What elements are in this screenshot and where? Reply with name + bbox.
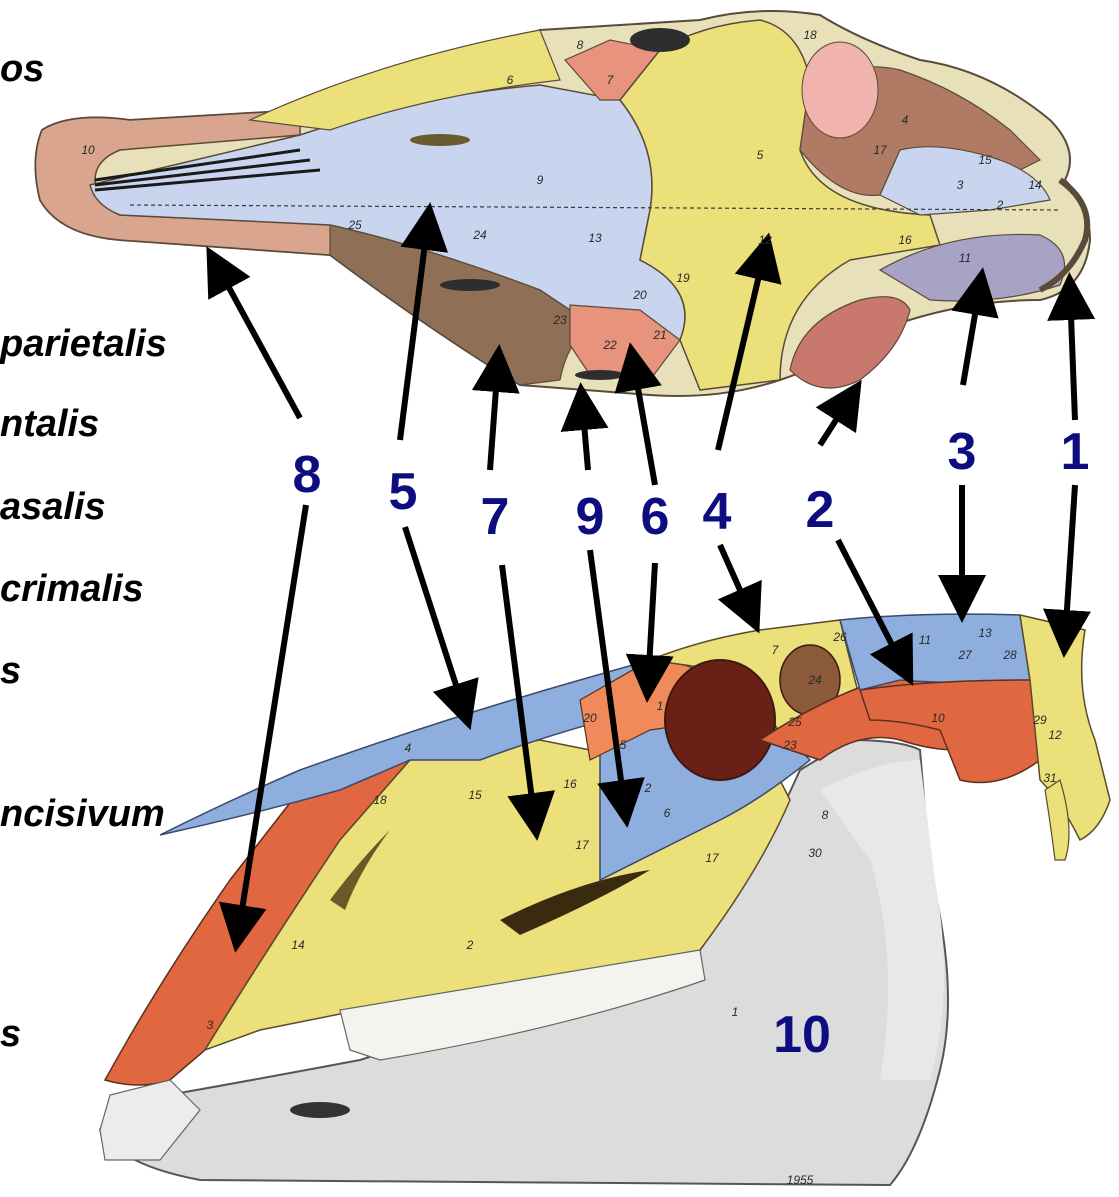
side-fig-number: 1955	[787, 1173, 814, 1187]
side-fig-number: 20	[583, 711, 596, 725]
side-term-5: crimalis	[0, 570, 144, 608]
side-fig-number: 3	[207, 1018, 214, 1032]
top-fig-number: 10	[81, 143, 94, 157]
side-fig-number: 2	[645, 781, 652, 795]
arrow-1-up	[1070, 290, 1075, 420]
side-fig-number: 11	[919, 633, 931, 647]
top-fig-number: 18	[803, 28, 816, 42]
top-fig-number: 21	[653, 328, 666, 342]
top-fig-number: 12	[758, 233, 771, 247]
top-fig-number: 9	[537, 173, 544, 187]
callout-number-8: 8	[293, 449, 322, 501]
top-fig-number: 13	[588, 231, 601, 245]
top-fig-number: 2	[997, 198, 1004, 212]
side-fig-number: 6	[664, 806, 671, 820]
side-fig-number: 4	[405, 741, 412, 755]
side-term-7: ncisivum	[0, 795, 165, 833]
callout-number-7: 7	[481, 491, 510, 543]
top-fig-number: 23	[553, 313, 566, 327]
callout-number-2: 2	[806, 484, 835, 536]
side-fig-number: 1	[657, 699, 664, 713]
side-term-1: os	[0, 50, 44, 88]
arrow-5-down	[405, 527, 465, 713]
top-fig-number: 8	[577, 38, 584, 52]
side-fig-number: 10	[931, 711, 944, 725]
callout-number-3: 3	[948, 426, 977, 478]
dorsal-foramen-1	[410, 134, 470, 146]
side-fig-number: 14	[291, 938, 304, 952]
side-fig-number: 26	[833, 630, 846, 644]
top-fig-number: 16	[898, 233, 911, 247]
side-fig-number: 12	[1048, 728, 1061, 742]
top-fig-number: 17	[873, 143, 886, 157]
top-fig-number: 15	[978, 153, 991, 167]
side-fig-number: 28	[1003, 648, 1016, 662]
callout-number-5: 5	[389, 466, 418, 518]
arrow-1-down	[1065, 485, 1075, 640]
top-fig-number: 5	[757, 148, 764, 162]
side-fig-number: 13	[978, 626, 991, 640]
side-fig-number: 29	[1033, 713, 1046, 727]
side-fig-number: 8	[822, 808, 829, 822]
side-term-4: asalis	[0, 488, 106, 526]
top-fig-number: 14	[1028, 178, 1041, 192]
top-fig-number: 22	[603, 338, 616, 352]
lateral-view-skull	[100, 614, 1110, 1185]
side-term-3: ntalis	[0, 405, 99, 443]
side-fig-number: 17	[575, 838, 588, 852]
side-fig-number: 27	[958, 648, 971, 662]
top-fig-number: 24	[473, 228, 486, 242]
side-term-2: parietalis	[0, 325, 167, 363]
side-fig-number: 31	[1043, 771, 1056, 785]
callout-number-10: 10	[773, 1009, 831, 1061]
top-fig-number: 6	[507, 73, 514, 87]
top-fig-number: 25	[348, 218, 361, 232]
side-fig-number: 23	[783, 738, 796, 752]
dorsal-foramen-3	[440, 279, 500, 291]
side-fig-number: 1	[732, 1005, 739, 1019]
top-fig-number: 3	[957, 178, 964, 192]
arrow-2-up	[820, 395, 852, 445]
lateral-mental-foramen	[290, 1102, 350, 1118]
side-fig-number: 5	[620, 738, 627, 752]
callout-number-6: 6	[641, 491, 670, 543]
side-fig-number: 17	[705, 851, 718, 865]
side-fig-number: 2	[467, 938, 474, 952]
top-fig-number: 19	[676, 271, 689, 285]
top-fig-number: 4	[902, 113, 909, 127]
side-fig-number: 25	[788, 715, 801, 729]
arrow-9-up	[582, 400, 588, 470]
dorsal-foramen-2	[630, 28, 690, 52]
side-fig-number: 18	[373, 793, 386, 807]
callout-number-4: 4	[703, 486, 732, 538]
side-fig-number: 15	[468, 788, 481, 802]
side-term-8: s	[0, 1015, 21, 1053]
callout-number-9: 9	[576, 491, 605, 543]
top-fig-number: 11	[959, 251, 971, 265]
top-fig-number: 7	[607, 73, 614, 87]
callout-number-1: 1	[1061, 426, 1090, 478]
lateral-orbit	[665, 660, 775, 780]
top-fig-number: 20	[633, 288, 646, 302]
side-fig-number: 16	[563, 777, 576, 791]
side-fig-number: 24	[808, 673, 821, 687]
arrow-7-up	[490, 362, 498, 470]
dorsal-foramen-4	[575, 370, 625, 380]
side-term-6: s	[0, 652, 21, 690]
arrow-4-down	[720, 545, 752, 617]
dorsal-view-skull	[35, 11, 1090, 396]
arrow-8-up	[215, 262, 300, 418]
side-fig-number: 30	[808, 846, 821, 860]
dorsal-orbit-left	[802, 42, 878, 138]
lateral-parietal-bone	[840, 614, 1030, 690]
side-fig-number: 7	[772, 643, 779, 657]
